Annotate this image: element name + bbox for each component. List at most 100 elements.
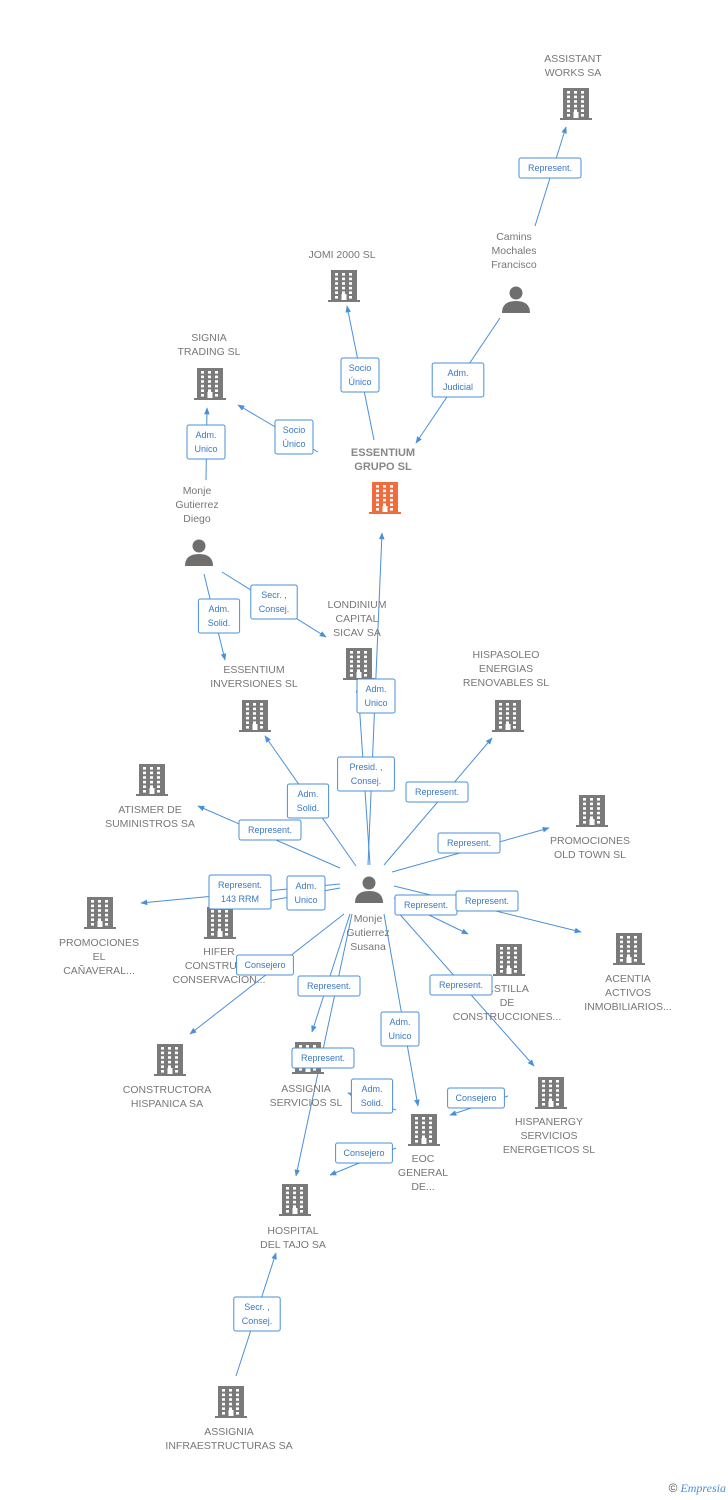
node-label: Camins bbox=[496, 231, 532, 243]
node-label: ESSENTIUM bbox=[223, 664, 284, 676]
node-assignia_inf[interactable]: ASSIGNIA INFRAESTRUCTURAS SA bbox=[165, 1386, 293, 1452]
edge-label[interactable]: Represent. bbox=[297, 975, 361, 997]
edge-label-text: Unico bbox=[294, 895, 317, 905]
node-constructora[interactable]: CONSTRUCTORA HISPANICA SA bbox=[123, 1044, 211, 1110]
node-label: DE bbox=[500, 997, 515, 1009]
edge-label[interactable]: Represent. bbox=[405, 781, 469, 803]
empresia-credit[interactable]: ©Empresia bbox=[669, 1481, 726, 1496]
node-label: HISPANICA SA bbox=[131, 1098, 203, 1110]
person-icon bbox=[355, 876, 383, 903]
node-acentia[interactable]: ACENTIAACTIVOSINMOBILIARIOS... bbox=[584, 933, 672, 1013]
node-label: CONSTRUC... bbox=[185, 960, 253, 972]
edge-label[interactable]: Represent. bbox=[518, 157, 582, 179]
building-icon bbox=[492, 700, 524, 732]
node-label: GENERAL bbox=[398, 1167, 448, 1179]
edge-label-text: Solid. bbox=[297, 803, 320, 813]
edge-label-text: Represent. bbox=[301, 1053, 345, 1063]
edge-label-text: Unico bbox=[364, 698, 387, 708]
edge-label[interactable]: Adm.Unico bbox=[380, 1011, 420, 1047]
node-label: INFRAESTRUCTURAS SA bbox=[165, 1440, 292, 1452]
edge-label[interactable]: Represent. bbox=[455, 890, 519, 912]
edge-label[interactable]: Adm.Solid. bbox=[286, 783, 330, 819]
node-label: EL bbox=[93, 951, 106, 963]
edge-label[interactable]: Adm.Solid. bbox=[350, 1078, 394, 1114]
edge-label-text: Judicial bbox=[443, 382, 473, 392]
building-icon bbox=[239, 700, 271, 732]
node-jomi[interactable]: JOMI 2000 SL bbox=[308, 249, 376, 302]
node-label: Gutierrez bbox=[175, 499, 218, 511]
edge-label[interactable]: Secr. ,Consej. bbox=[250, 584, 298, 620]
edge-label[interactable]: Adm.Unico bbox=[186, 424, 226, 460]
node-label: Monje bbox=[354, 913, 383, 925]
edge-label[interactable]: Secr. ,Consej. bbox=[233, 1296, 281, 1332]
edge-label[interactable]: Represent. bbox=[437, 832, 501, 854]
edge-label[interactable]: Adm.Unico bbox=[286, 875, 326, 911]
edge-label-text: Represent. bbox=[528, 163, 572, 173]
edge-label[interactable]: Represent. bbox=[238, 819, 302, 841]
node-label: SUMINISTROS SA bbox=[105, 818, 195, 830]
node-label: ASSIGNIA bbox=[204, 1426, 254, 1438]
node-label: INVERSIONES SL bbox=[210, 678, 298, 690]
edge-label[interactable]: Consejero bbox=[335, 1142, 393, 1164]
edge-label[interactable]: Adm.Unico bbox=[356, 678, 396, 714]
node-eoc[interactable]: EOCGENERALDE... bbox=[398, 1114, 448, 1193]
node-label: INMOBILIARIOS... bbox=[584, 1001, 672, 1013]
node-label: Mochales bbox=[492, 245, 537, 257]
edge-label-text: Solid. bbox=[208, 618, 231, 628]
node-label: DE... bbox=[411, 1181, 434, 1193]
node-label: CAÑAVERAL... bbox=[63, 964, 135, 977]
building-icon bbox=[204, 907, 236, 939]
building-icon bbox=[613, 933, 645, 965]
edge-label[interactable]: Represent.143 RRM bbox=[208, 874, 272, 910]
edge-label[interactable]: Consejero bbox=[236, 954, 294, 976]
node-label: ...STILLA bbox=[485, 983, 529, 995]
edge-label[interactable]: Represent. bbox=[394, 894, 458, 916]
building-icon bbox=[154, 1044, 186, 1076]
node-label: Susana bbox=[350, 941, 386, 953]
node-castilla[interactable]: ...STILLADECONSTRUCCIONES... bbox=[453, 944, 562, 1023]
edge-label-text: Socio bbox=[349, 363, 372, 373]
edge-label-text: Represent. bbox=[415, 787, 459, 797]
node-label: DEL TAJO SA bbox=[260, 1239, 326, 1251]
node-ess_inv[interactable]: ESSENTIUM INVERSIONES SL bbox=[210, 664, 298, 732]
edge-label[interactable]: Adm. Judicial bbox=[431, 362, 485, 398]
node-label: ENERGETICOS SL bbox=[503, 1144, 595, 1156]
node-label: OLD TOWN SL bbox=[554, 849, 626, 861]
edge-label[interactable]: Represent. bbox=[291, 1047, 355, 1069]
building-icon bbox=[408, 1114, 440, 1146]
edge-label-text: Unico bbox=[388, 1031, 411, 1041]
node-promo_el[interactable]: PROMOCIONESELCAÑAVERAL... bbox=[59, 897, 139, 977]
node-label: RENOVABLES SL bbox=[463, 677, 549, 689]
edge-label[interactable]: Consejero bbox=[447, 1087, 505, 1109]
building-icon bbox=[84, 897, 116, 929]
node-hifer[interactable]: HIFERCONSTRUC...CONSERVACION... bbox=[173, 907, 266, 986]
empresia-logo-text: Empresia bbox=[680, 1481, 726, 1495]
edge-label-text: Represent. bbox=[307, 981, 351, 991]
edge-label-text: Adm. bbox=[447, 368, 468, 378]
edge-label-text: Consej. bbox=[351, 776, 382, 786]
edge-label-text: Consejero bbox=[343, 1148, 384, 1158]
building-icon bbox=[369, 482, 401, 514]
node-label: CONSTRUCTORA bbox=[123, 1084, 211, 1096]
node-label: SICAV SA bbox=[333, 627, 381, 639]
edge-label[interactable]: Adm.Solid. bbox=[197, 598, 241, 634]
edge-label[interactable]: Presid. ,Consej. bbox=[337, 756, 395, 792]
edge-label-text: Consejero bbox=[244, 960, 285, 970]
edge-label-text: Represent. bbox=[465, 896, 509, 906]
edge-label[interactable]: Represent. bbox=[429, 974, 493, 996]
